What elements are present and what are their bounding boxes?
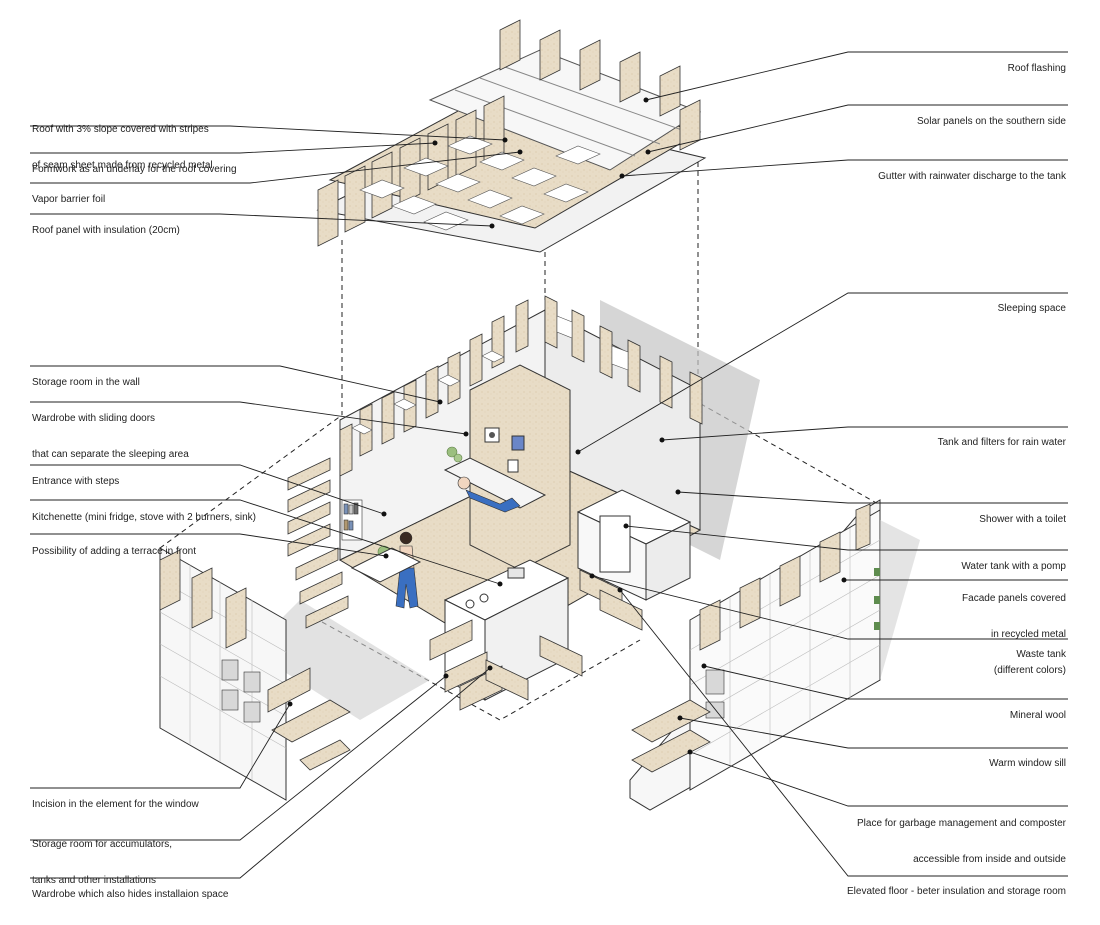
label-line: Storage room in the wall [32, 377, 140, 388]
label-mineral-wool: Mineral wool [1010, 686, 1066, 746]
label-elevated-floor: Elevated floor - beter insulation and st… [847, 862, 1066, 922]
label-line: Storage room for accumulators, [32, 839, 173, 850]
label-shower: Shower with a toilet [979, 490, 1066, 550]
label-line: Wardrobe which also hides installaion sp… [32, 889, 229, 900]
label-formwork: Formwork as an underlay for the roof cov… [32, 140, 237, 200]
label-wardrobe-install: Wardrobe which also hides installaion sp… [32, 865, 228, 925]
label-line: (different colors) [993, 665, 1066, 676]
label-line: Warm window sill [989, 758, 1066, 769]
label-water-tank: Water tank with a pomp [961, 537, 1066, 597]
label-line: Wardrobe with sliding doors [32, 413, 156, 424]
label-line: Place for garbage management and compost… [856, 818, 1066, 829]
label-line: in recycled metal [990, 629, 1066, 640]
label-vapor-barrier: Vapor barrier foil [32, 170, 105, 230]
label-roof-slope: Roof with 3% slope covered with stripes … [32, 100, 213, 196]
label-gutter: Gutter with rainwater discharge to the t… [878, 147, 1066, 207]
label-line: Mineral wool [1009, 710, 1066, 721]
label-line: Vapor barrier foil [32, 194, 106, 205]
plant-upper [446, 446, 463, 463]
label-line: Roof with 3% slope covered with stripes [32, 124, 209, 135]
bookshelf [341, 499, 363, 541]
label-line: tanks and other installations [32, 875, 156, 886]
right-facade [629, 499, 920, 811]
wardrobe-wall [469, 364, 571, 571]
label-line: that can separate the sleeping area [32, 449, 189, 460]
roof-assembly [316, 19, 707, 253]
label-line: Kitchenette (mini fridge, stove with 2 b… [32, 512, 256, 523]
label-solar-panels: Solar panels on the southern side [917, 92, 1066, 152]
label-wardrobe-sliding: Wardrobe with sliding doors that can sep… [32, 389, 189, 485]
main-module [250, 295, 760, 720]
person-reclining [457, 476, 521, 513]
label-window-sill: Warm window sill [989, 734, 1066, 794]
label-line: Tank and filters for rain water [937, 437, 1066, 448]
label-roof-panel: Roof panel with insulation (20cm) [32, 201, 180, 261]
label-line: Waste tank [1016, 649, 1066, 660]
label-line: Gutter with rainwater discharge to the t… [878, 171, 1066, 182]
label-line: Possibility of adding a terrace in front [32, 546, 196, 557]
leader-lines [30, 51, 1068, 879]
label-storage-wall: Storage room in the wall [32, 353, 140, 413]
label-kitchenette: Kitchenette (mini fridge, stove with 2 b… [32, 488, 256, 548]
label-storage-accumulators: Storage room for accumulators, tanks and… [32, 815, 172, 911]
label-line: Incision in the element for the window [32, 799, 199, 810]
label-line: Water tank with a pomp [961, 561, 1066, 572]
label-facade-panels: Facade panels covered in recycled metal … [962, 569, 1066, 701]
label-line: Roof flashing [1007, 63, 1066, 74]
label-line: of seam sheet made from recycled metal [32, 160, 213, 171]
label-waste-tank: Waste tank [1016, 625, 1066, 685]
label-line: Solar panels on the southern side [917, 116, 1066, 127]
label-garbage: Place for garbage management and compost… [857, 794, 1066, 890]
label-line: Facade panels covered [962, 593, 1066, 604]
label-roof-flashing: Roof flashing [1008, 39, 1066, 99]
label-line: accessible from inside and outside [913, 854, 1066, 865]
label-incision: Incision in the element for the window [32, 775, 199, 835]
label-entrance: Entrance with steps [32, 452, 119, 512]
label-line: Entrance with steps [32, 476, 120, 487]
label-line: Sleeping space [997, 303, 1066, 314]
label-line: Formwork as an underlay for the roof cov… [32, 164, 237, 175]
label-line: Shower with a toilet [979, 514, 1066, 525]
label-line: Roof panel with insulation (20cm) [32, 225, 180, 236]
label-line: Elevated floor - beter insulation and st… [846, 886, 1066, 897]
label-tank-filters: Tank and filters for rain water [938, 413, 1066, 473]
sleeping-nook [443, 457, 547, 509]
label-terrace: Possibility of adding a terrace in front [32, 522, 196, 582]
leader-dots [287, 97, 847, 755]
left-facade [159, 547, 351, 801]
label-sleeping-space: Sleeping space [998, 279, 1066, 339]
